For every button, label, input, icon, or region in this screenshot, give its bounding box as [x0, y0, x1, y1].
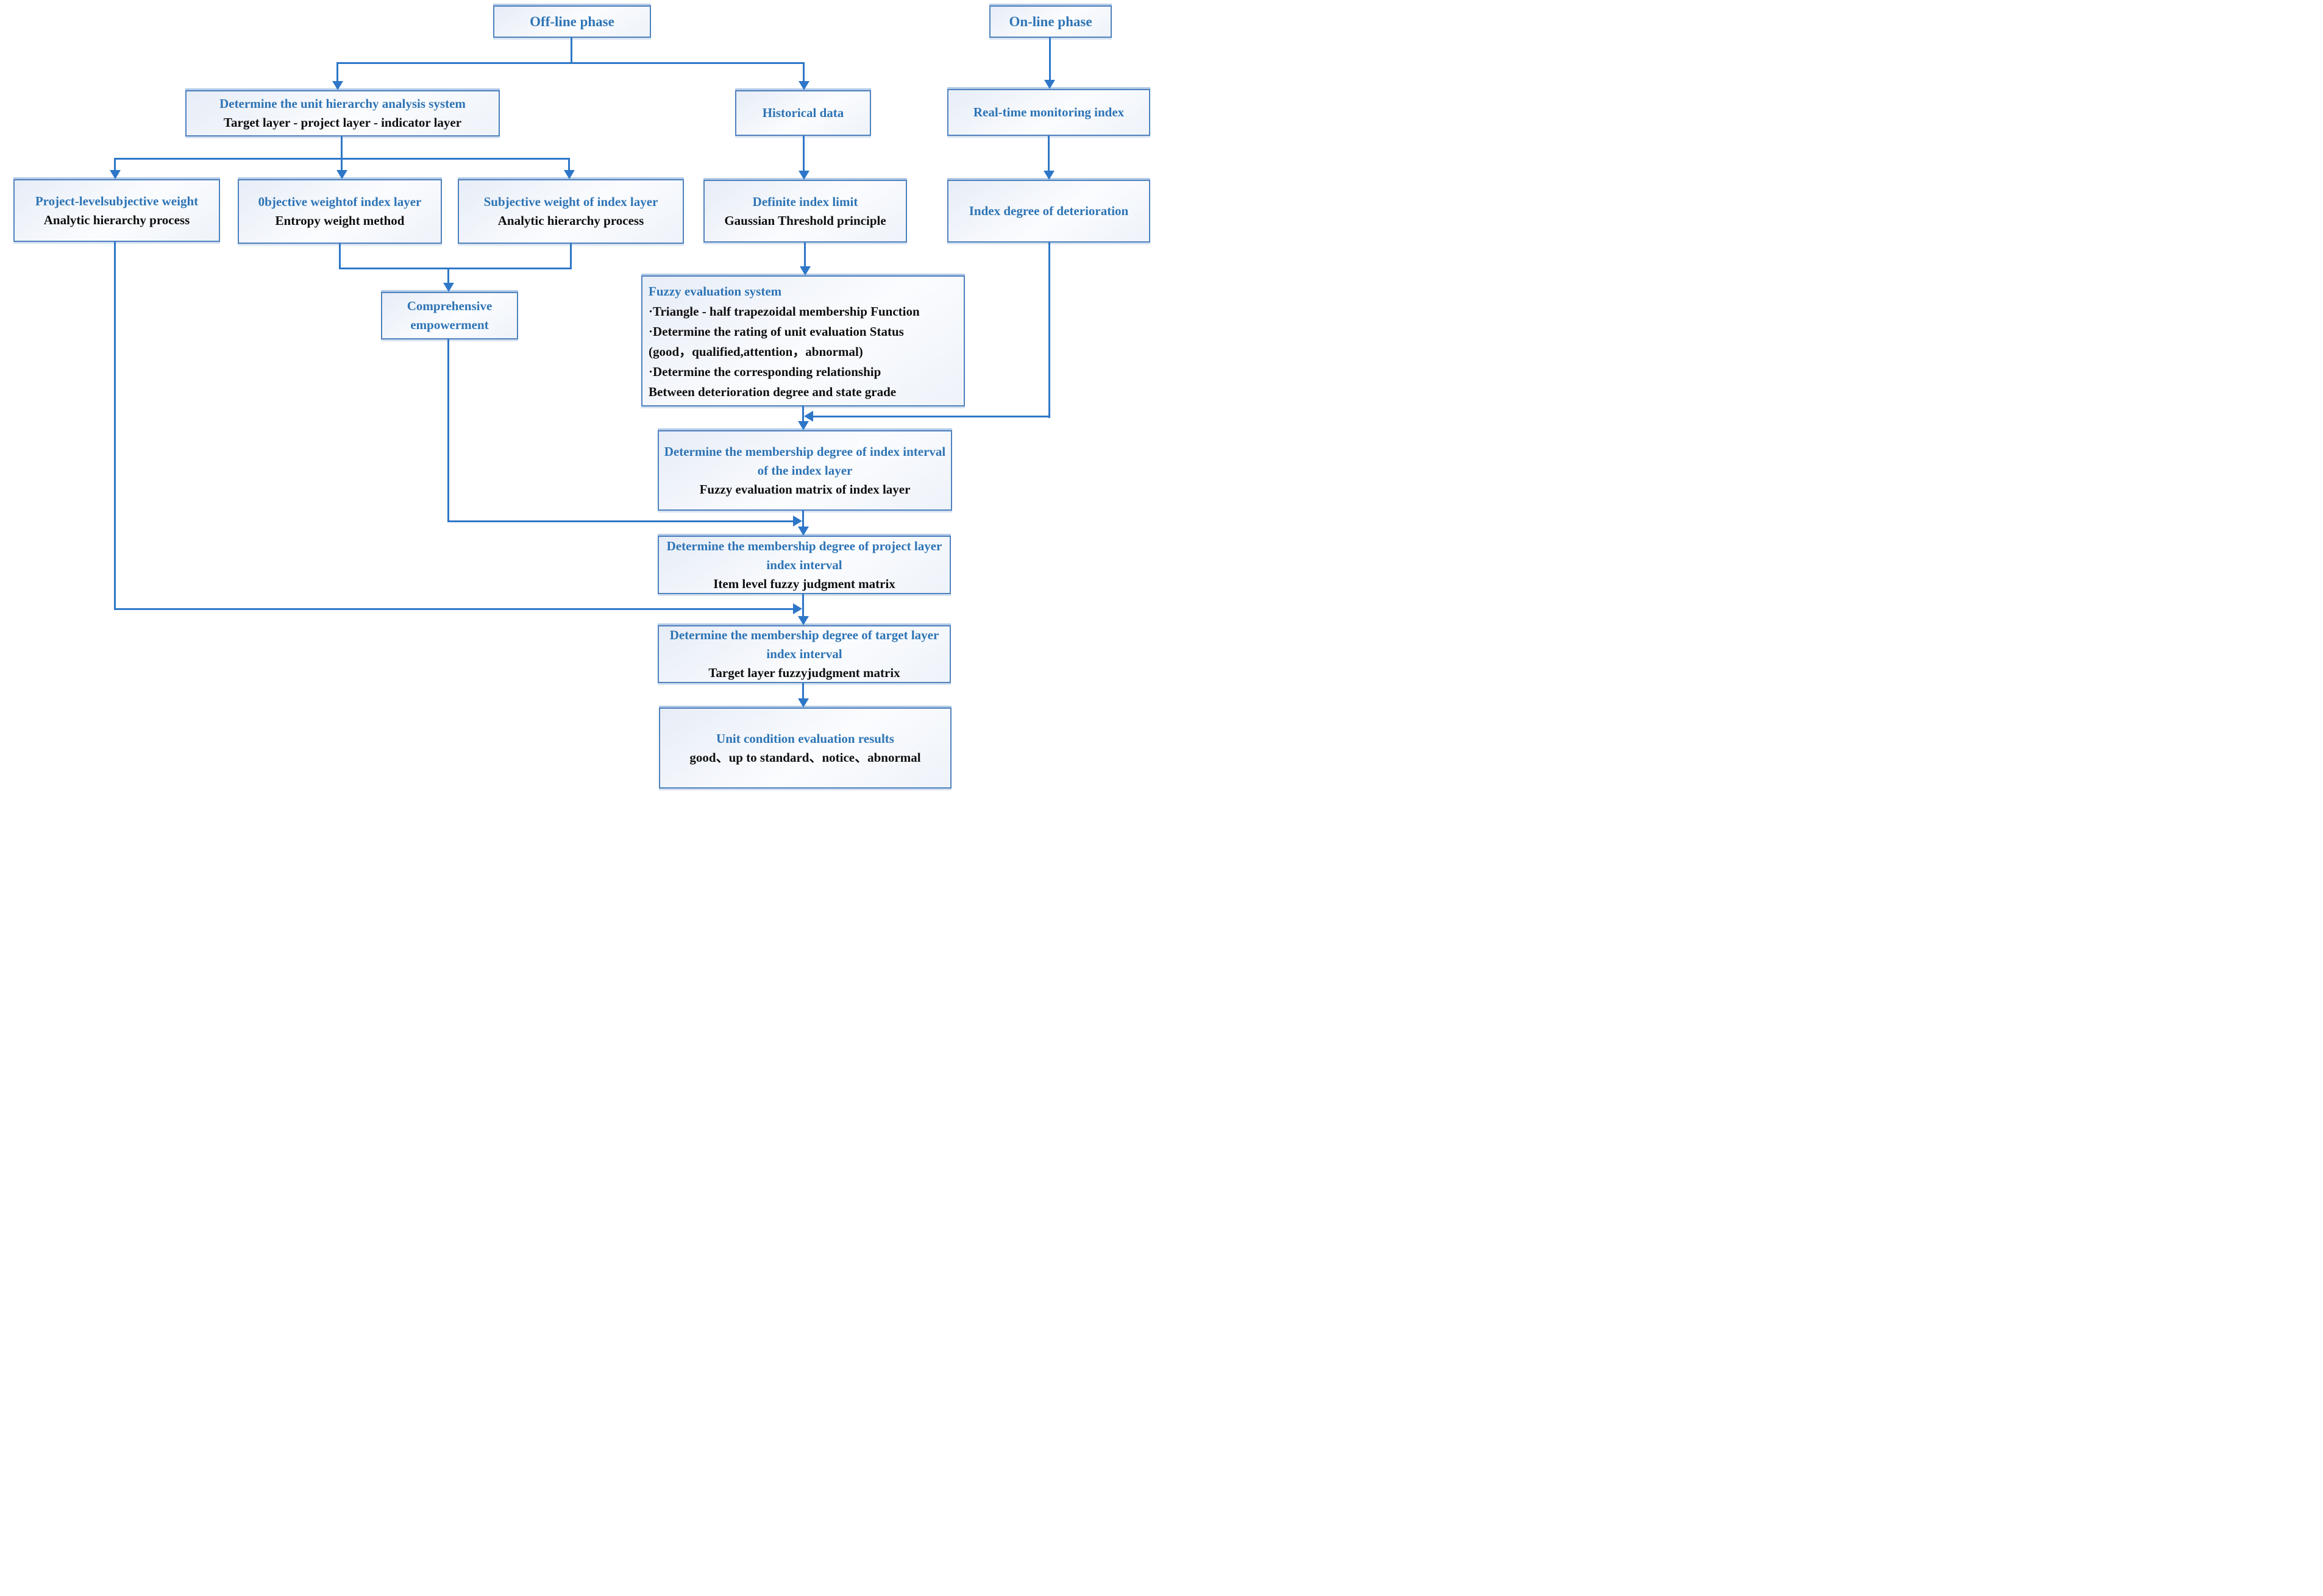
- node-subtitle: Item level fuzzy judgment matrix: [713, 576, 895, 591]
- edge-projectweight-horizontal: [114, 608, 794, 610]
- fuzzy-line-4: ·Determine the corresponding relationshi…: [649, 364, 881, 379]
- node-title: Determine the unit hierarchy analysis sy…: [219, 96, 466, 111]
- fuzzy-line-5: Between deterioration degree and state g…: [649, 385, 897, 399]
- node-title: 0bjective weightof index layer: [258, 194, 422, 209]
- edge-deterioration-stem: [1048, 243, 1050, 418]
- edge-comprehensive-stem: [447, 339, 449, 522]
- edge-to-objective-weight: [341, 158, 343, 171]
- arrowhead-down: [443, 283, 454, 292]
- arrowhead-down: [336, 170, 347, 179]
- node-title: Determine the membership degree of index…: [664, 444, 946, 478]
- node-title: Determine the membership degree of proje…: [666, 538, 942, 572]
- edge-deterioration-horizontal: [813, 416, 1050, 417]
- arrowhead-down: [1044, 171, 1055, 180]
- node-offline-phase: Off-line phase: [493, 5, 651, 38]
- node-definite-index-limit: Definite index limit Gaussian Threshold …: [703, 180, 907, 243]
- edge-targetlayer-stem: [802, 683, 804, 699]
- edge-to-project-weight: [114, 158, 116, 171]
- node-subtitle: Analytic hierarchy process: [497, 213, 644, 228]
- node-title: Definite index limit: [752, 194, 858, 209]
- fuzzy-line-3: (good，qualified,attention，abnormal): [649, 344, 863, 359]
- node-membership-target-layer: Determine the membership degree of targe…: [658, 625, 951, 683]
- node-title: Comprehensive empowerment: [407, 299, 493, 332]
- node-title: Unit condition evaluation results: [716, 731, 894, 746]
- arrowhead-down: [799, 171, 809, 180]
- edge-objective-stem: [339, 243, 341, 269]
- node-title: On-line phase: [1009, 14, 1092, 29]
- edge-projectweight-long-stem: [114, 241, 116, 610]
- arrowhead-down: [800, 266, 811, 275]
- node-project-level-weight: Project-levelsubjective weight Analytic …: [13, 179, 220, 242]
- fuzzy-line-2: ·Determine the rating of unit evaluation…: [649, 324, 904, 339]
- edge-merge-bar: [339, 268, 572, 269]
- node-unit-hierarchy: Determine the unit hierarchy analysis sy…: [185, 90, 500, 137]
- node-subtitle: Target layer fuzzyjudgment matrix: [708, 665, 900, 680]
- node-title: Project-levelsubjective weight: [35, 193, 199, 208]
- arrowhead-right: [793, 603, 802, 614]
- fuzzy-line-1: ·Triangle - half trapezoidal membership …: [649, 304, 920, 319]
- edge-fuzzy-stem: [802, 406, 804, 422]
- node-subtitle: Entropy weight method: [275, 213, 405, 228]
- node-title: Subjective weight of index layer: [483, 194, 658, 209]
- node-title: Historical data: [762, 105, 844, 120]
- arrowhead-right: [793, 516, 802, 527]
- arrowhead-down: [110, 170, 121, 179]
- edge-offline-stem: [571, 37, 572, 64]
- arrowhead-down: [332, 81, 343, 90]
- node-comprehensive-empowerment: Comprehensive empowerment: [381, 292, 518, 339]
- edge-to-subjective-weight: [568, 158, 570, 171]
- arrowhead-down: [799, 81, 809, 90]
- edge-historical-stem: [803, 136, 805, 171]
- node-subtitle: Gaussian Threshold principle: [724, 213, 886, 228]
- node-title: Off-line phase: [530, 14, 614, 29]
- edge-to-historical: [803, 62, 805, 82]
- arrowhead-down: [564, 170, 575, 179]
- node-title: Real-time monitoring index: [973, 105, 1125, 119]
- edge-subjective-stem: [570, 243, 572, 269]
- node-membership-project-layer: Determine the membership degree of proje…: [658, 536, 951, 594]
- edge-definite-stem: [804, 243, 806, 268]
- edge-indexlayer-stem: [802, 510, 804, 527]
- edge-offline-trunk: [336, 62, 805, 64]
- node-subtitle: Analytic hierarchy process: [43, 212, 190, 227]
- arrowhead-left: [804, 411, 813, 422]
- node-title: Determine the membership degree of targe…: [669, 628, 939, 661]
- arrowhead-down: [798, 527, 809, 536]
- edge-realtime-stem: [1048, 136, 1050, 171]
- node-fuzzy-evaluation-system: Fuzzy evaluation system ·Triangle - half…: [641, 275, 965, 406]
- node-historical-data: Historical data: [735, 90, 871, 136]
- node-online-phase: On-line phase: [989, 5, 1112, 38]
- arrowhead-down: [798, 698, 809, 708]
- arrowhead-down: [798, 421, 809, 430]
- node-evaluation-results: Unit condition evaluation results good、u…: [659, 708, 952, 789]
- edge-to-comprehensive: [447, 268, 449, 283]
- edge-online-stem: [1049, 37, 1051, 80]
- edge-to-unit-hierarchy: [336, 62, 338, 82]
- edge-unit-stem: [341, 137, 343, 160]
- node-subtitle: good、up to standard、notice、abnormal: [689, 750, 921, 765]
- edge-comprehensive-horizontal: [447, 520, 794, 522]
- node-realtime-monitoring: Real-time monitoring index: [947, 89, 1150, 136]
- node-subtitle: Target layer - project layer - indicator…: [223, 115, 462, 130]
- edge-projectlayer-stem: [802, 594, 804, 617]
- node-objective-weight: 0bjective weightof index layer Entropy w…: [238, 179, 442, 244]
- arrowhead-down: [798, 616, 809, 625]
- node-membership-index-layer: Determine the membership degree of index…: [658, 430, 952, 511]
- flowchart-canvas: Off-line phase On-line phase Determine t…: [0, 0, 1162, 798]
- node-title: Index degree of deterioration: [969, 204, 1129, 218]
- node-subtitle: Fuzzy evaluation matrix of index layer: [699, 481, 911, 497]
- node-index-deterioration: Index degree of deterioration: [947, 180, 1150, 243]
- node-title: Fuzzy evaluation system: [649, 284, 782, 299]
- arrowhead-down: [1044, 80, 1055, 89]
- node-subjective-weight: Subjective weight of index layer Analyti…: [458, 179, 684, 244]
